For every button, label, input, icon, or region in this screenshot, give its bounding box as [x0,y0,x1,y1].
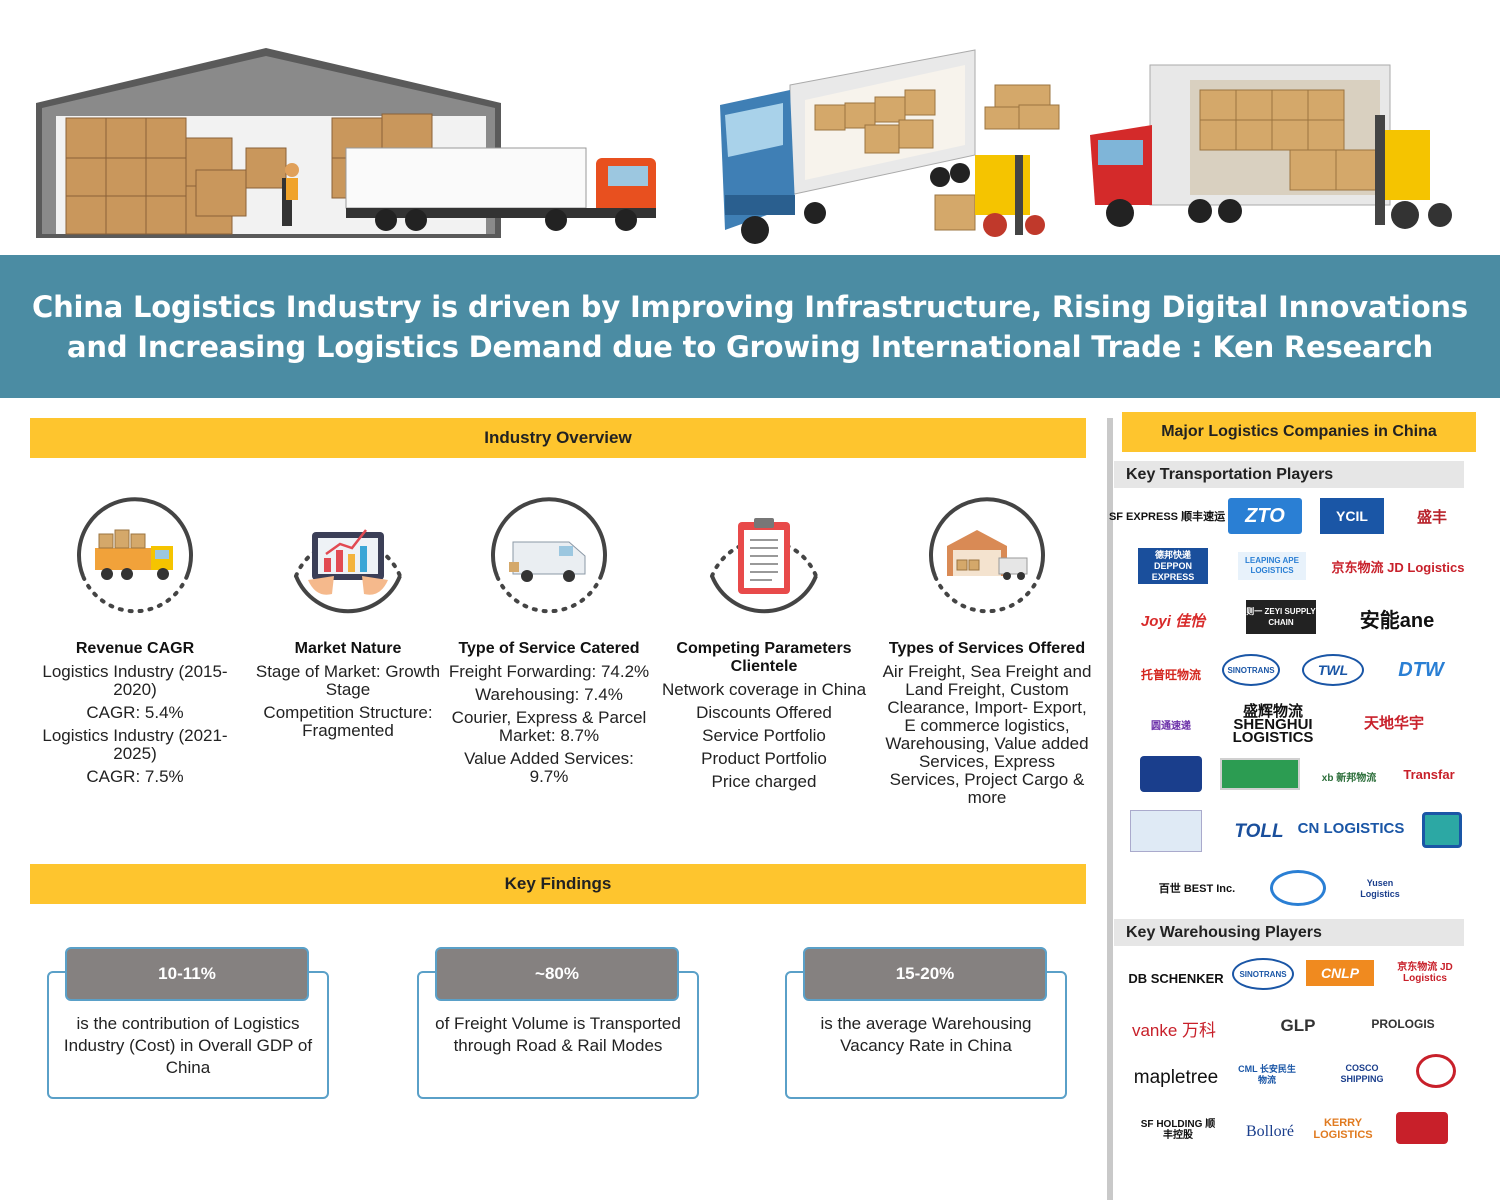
overview-service-catered: Type of Service Catered Freight Forwardi… [444,486,654,786]
overview-line: Warehousing: 7.4% [475,685,623,704]
logo-dtw: DTW [1398,658,1444,681]
overview-line: Logistics Industry (2015-2020) [42,662,228,699]
overview-title: Revenue CAGR [75,640,195,657]
overview-line: Courier, Express & Parcel Market: 8.7% [451,708,647,745]
overview-line: Freight Forwarding: 74.2% [448,662,650,681]
finding-value: 10-11% [65,947,309,1001]
overview-line: CAGR: 5.4% [86,703,184,722]
logo-leaping-ape: LEAPING APE LOGISTICS [1238,552,1306,580]
logo-blue-emblem [1140,756,1202,792]
logo-ane: 安能ane [1359,609,1435,632]
overview-line: Discounts Offered [696,703,832,722]
overview-line: Logistics Industry (2021-2025) [42,726,228,763]
logo-deppon: 德邦快递 DEPPON EXPRESS [1138,548,1208,584]
logo-tiandihuayu: 天地华宇 [1363,714,1424,732]
logo-jd-logistics-warehouse: 京东物流 JD Logistics [1397,962,1453,984]
industry-overview-heading: Industry Overview [30,418,1086,458]
logo-vanke: vanke 万科 [1131,1020,1217,1040]
overview-revenue-cagr: Revenue CAGR Logistics Industry (2015-20… [30,486,240,786]
logo-db-schenker: DB SCHENKER [1128,970,1224,986]
finding-card: 15-20% is the average Warehousing Vacanc… [785,947,1067,1099]
hero-illustrations [0,0,1500,255]
overview-line: Product Portfolio [701,749,827,768]
overview-line: Air Freight, Sea Freight and Land Freigh… [882,662,1092,807]
overview-title: Market Nature [294,640,402,657]
finding-value: 15-20% [803,947,1047,1001]
logo-red-emblem [1396,1112,1448,1144]
finding-text: of Freight Volume is Transported through… [435,1014,681,1055]
logo-ycil: YCIL [1320,498,1384,534]
logo-bollore: Bolloré [1246,1123,1294,1140]
overview-line: Competition Structure: Fragmented [263,703,433,740]
logo-transfar: Transfar [1403,766,1455,782]
finding-text: is the average Warehousing Vacancy Rate … [820,1014,1032,1055]
logo-joyi: Joyi 佳怡 [1140,612,1206,630]
logo-xinbang: xb 新邦物流 [1321,772,1377,784]
transport-players-heading: Key Transportation Players [1114,461,1464,488]
overview-line: Stage of Market: Growth Stage [255,662,441,699]
logo-teal-emblem [1422,812,1462,848]
overview-line: Price charged [711,772,817,791]
warehouse-scene-image [36,48,656,238]
logo-green-mountain [1220,758,1300,790]
overview-line: Service Portfolio [702,726,826,745]
warehouse-icon [917,486,1057,626]
logo-yusen: Yusen Logistics [1360,878,1400,899]
logo-shengfeng: 盛丰 [1416,508,1447,526]
finding-card: ~80% of Freight Volume is Transported th… [417,947,699,1099]
page-title: China Logistics Industry is driven by Im… [32,289,1468,364]
finding-card: 10-11% is the contribution of Logistics … [47,947,329,1099]
logo-sinotrans-warehouse: SINOTRANS [1232,958,1294,990]
logo-circle-emblem [1270,870,1326,906]
logo-zto: ZTO [1228,498,1302,534]
overview-services-offered: Types of Services Offered Air Freight, S… [882,486,1092,807]
overview-line: Network coverage in China [661,680,867,699]
logo-best-inc: 百世 BEST Inc. [1158,883,1236,895]
logo-cn-logistics: CN LOGISTICS [1297,819,1405,837]
logo-glp: GLP [1280,1016,1316,1035]
truck-icon [65,486,205,626]
clipboard-icon [694,486,834,626]
logo-cnlp: CNLP [1306,960,1374,986]
logo-sf-holding: SF HOLDING 顺丰控股 [1140,1119,1216,1141]
logo-prologis: PROLOGIS [1371,1017,1435,1031]
logo-zeyi: 则一 ZEYI SUPPLY CHAIN [1246,600,1316,634]
warehouse-players-heading: Key Warehousing Players [1114,919,1464,946]
companies-heading: Major Logistics Companies in China [1122,412,1476,452]
overview-title: Competing Parameters Clientele [676,640,852,675]
overview-line: CAGR: 7.5% [86,767,184,786]
overview-market-nature: Market Nature Stage of Market: Growth St… [243,486,453,740]
logo-toll: TOLL [1234,821,1284,842]
overview-competing-parameters: Competing Parameters Clientele Network c… [659,486,869,791]
overview-title: Type of Service Catered [458,640,640,657]
logo-sf-express: SF EXPRESS 顺丰速运 [1108,511,1226,523]
van-icon [479,486,619,626]
overview-title: Types of Services Offered [888,640,1086,657]
logo-twl: TWL [1302,654,1364,686]
logo-yto: 圆通速递 [1151,720,1191,732]
title-banner: China Logistics Industry is driven by Im… [0,255,1500,398]
truck-forklift-image [1090,64,1452,229]
logo-fish-emblem [1130,810,1202,852]
logo-mapletree: mapletree [1133,1067,1219,1088]
finding-value: ~80% [435,947,679,1001]
logo-cml: CML 长安民生物流 [1238,1064,1296,1085]
key-findings-heading: Key Findings [30,864,1086,904]
panel-divider [1107,418,1113,1200]
tablet-chart-icon [278,486,418,626]
logo-kerry-logistics: KERRY LOGISTICS [1313,1117,1373,1141]
logo-red-seal [1416,1054,1456,1088]
logo-shenghui: 盛辉物流 SHENGHUI LOGISTICS [1232,702,1314,746]
logo-sinotrans: SINOTRANS [1222,654,1280,686]
finding-text: is the contribution of Logistics Industr… [63,1014,313,1077]
logo-cosco-shipping: COSCO SHIPPING [1340,1063,1384,1084]
logo-jd-logistics: 京东物流 JD Logistics [1331,559,1465,575]
logo-topway: 托普旺物流 [1140,667,1201,682]
truck-loading-image [720,49,1060,244]
overview-line: Value Added Services: 9.7% [464,749,634,786]
